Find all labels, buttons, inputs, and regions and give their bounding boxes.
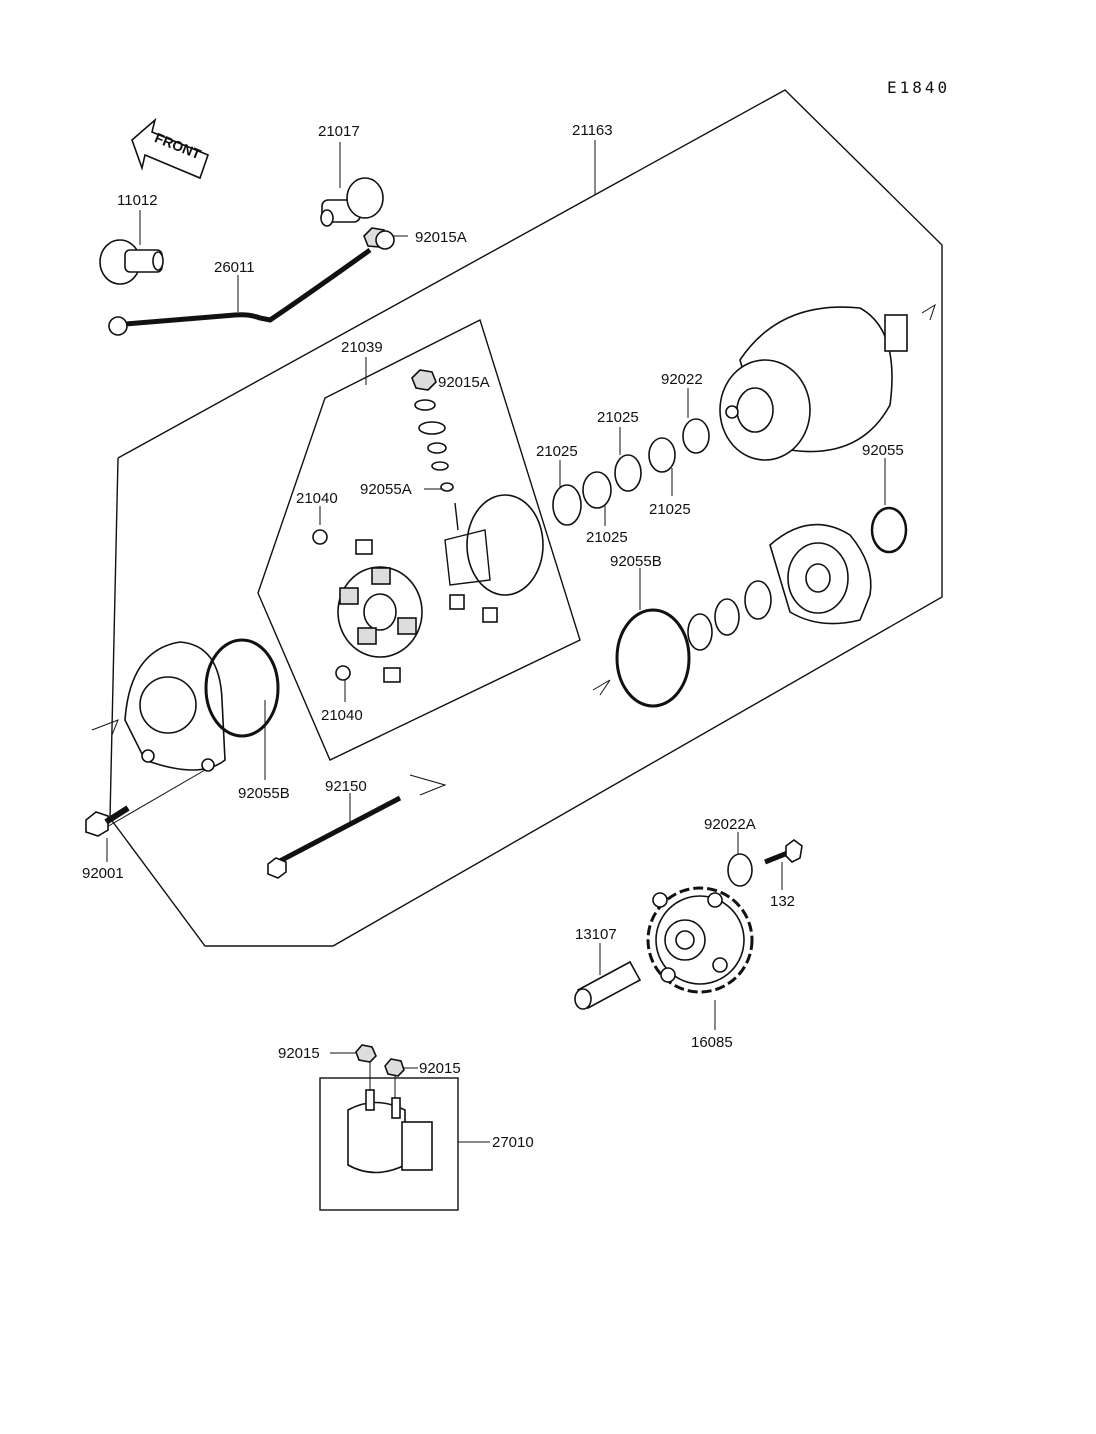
label-21163: 21163 [572,122,613,139]
label-21025-b: 21025 [536,443,578,460]
cap-11012 [99,239,164,285]
label-21025-a: 21025 [597,409,639,426]
o-ring-92055 [870,506,908,554]
label-92015-b: 92015 [419,1060,461,1077]
starter-assembly-outline [109,89,943,947]
solenoid-box-outline [319,1077,459,1211]
label-92022: 92022 [661,371,703,388]
cable-26011 [108,230,395,336]
brush-holder-group-outline [257,319,581,761]
label-26011: 26011 [214,259,255,276]
springs-21040 [312,529,351,681]
bolt-92001 [85,805,130,837]
label-92015A-mid: 92015A [438,374,490,391]
o-ring-92055B-right [615,608,691,708]
bolt-132 [764,839,803,865]
label-21025-c: 21025 [649,501,691,518]
label-92055A: 92055A [360,481,412,498]
cap-21017 [320,177,384,227]
label-92022A: 92022A [704,816,756,833]
label-92001: 92001 [82,865,124,882]
label-16085: 16085 [691,1034,733,1051]
washers-21025 [552,418,710,526]
label-21039: 21039 [341,339,383,356]
label-27010: 27010 [492,1134,534,1151]
label-21025-d: 21025 [586,529,628,546]
label-92055: 92055 [862,442,904,459]
nut-and-washers-stack [411,369,454,492]
front-arrow-icon: FRONT [131,117,210,180]
label-21040-a: 21040 [296,490,338,507]
brush-plate [337,539,423,683]
rear-cover [124,641,226,772]
label-21040-b: 21040 [321,707,363,724]
label-92015-a: 92015 [278,1045,320,1062]
label-92015A-top: 92015A [415,229,467,246]
brush-holder-housing [444,494,544,623]
label-92055B-left: 92055B [238,785,290,802]
solenoid-27010 [347,1044,433,1174]
through-bolt-92150 [267,795,402,879]
shaft-13107 [574,960,642,1010]
leader-lines [91,140,936,1143]
label-92150: 92150 [325,778,367,795]
o-ring-92055B-left [204,638,280,738]
label-21017: 21017 [318,123,360,140]
part-labels: 21017 21163 11012 92015A 26011 21039 920… [82,122,904,1151]
label-13107: 13107 [575,926,617,943]
diagram-code: E1840 [887,78,950,97]
label-11012: 11012 [117,192,158,209]
label-92055B-right: 92055B [610,553,662,570]
front-cover [687,523,872,651]
motor-body [719,306,908,461]
washer-92022A [727,853,753,887]
sprocket-16085 [646,886,754,994]
label-132: 132 [770,893,795,910]
